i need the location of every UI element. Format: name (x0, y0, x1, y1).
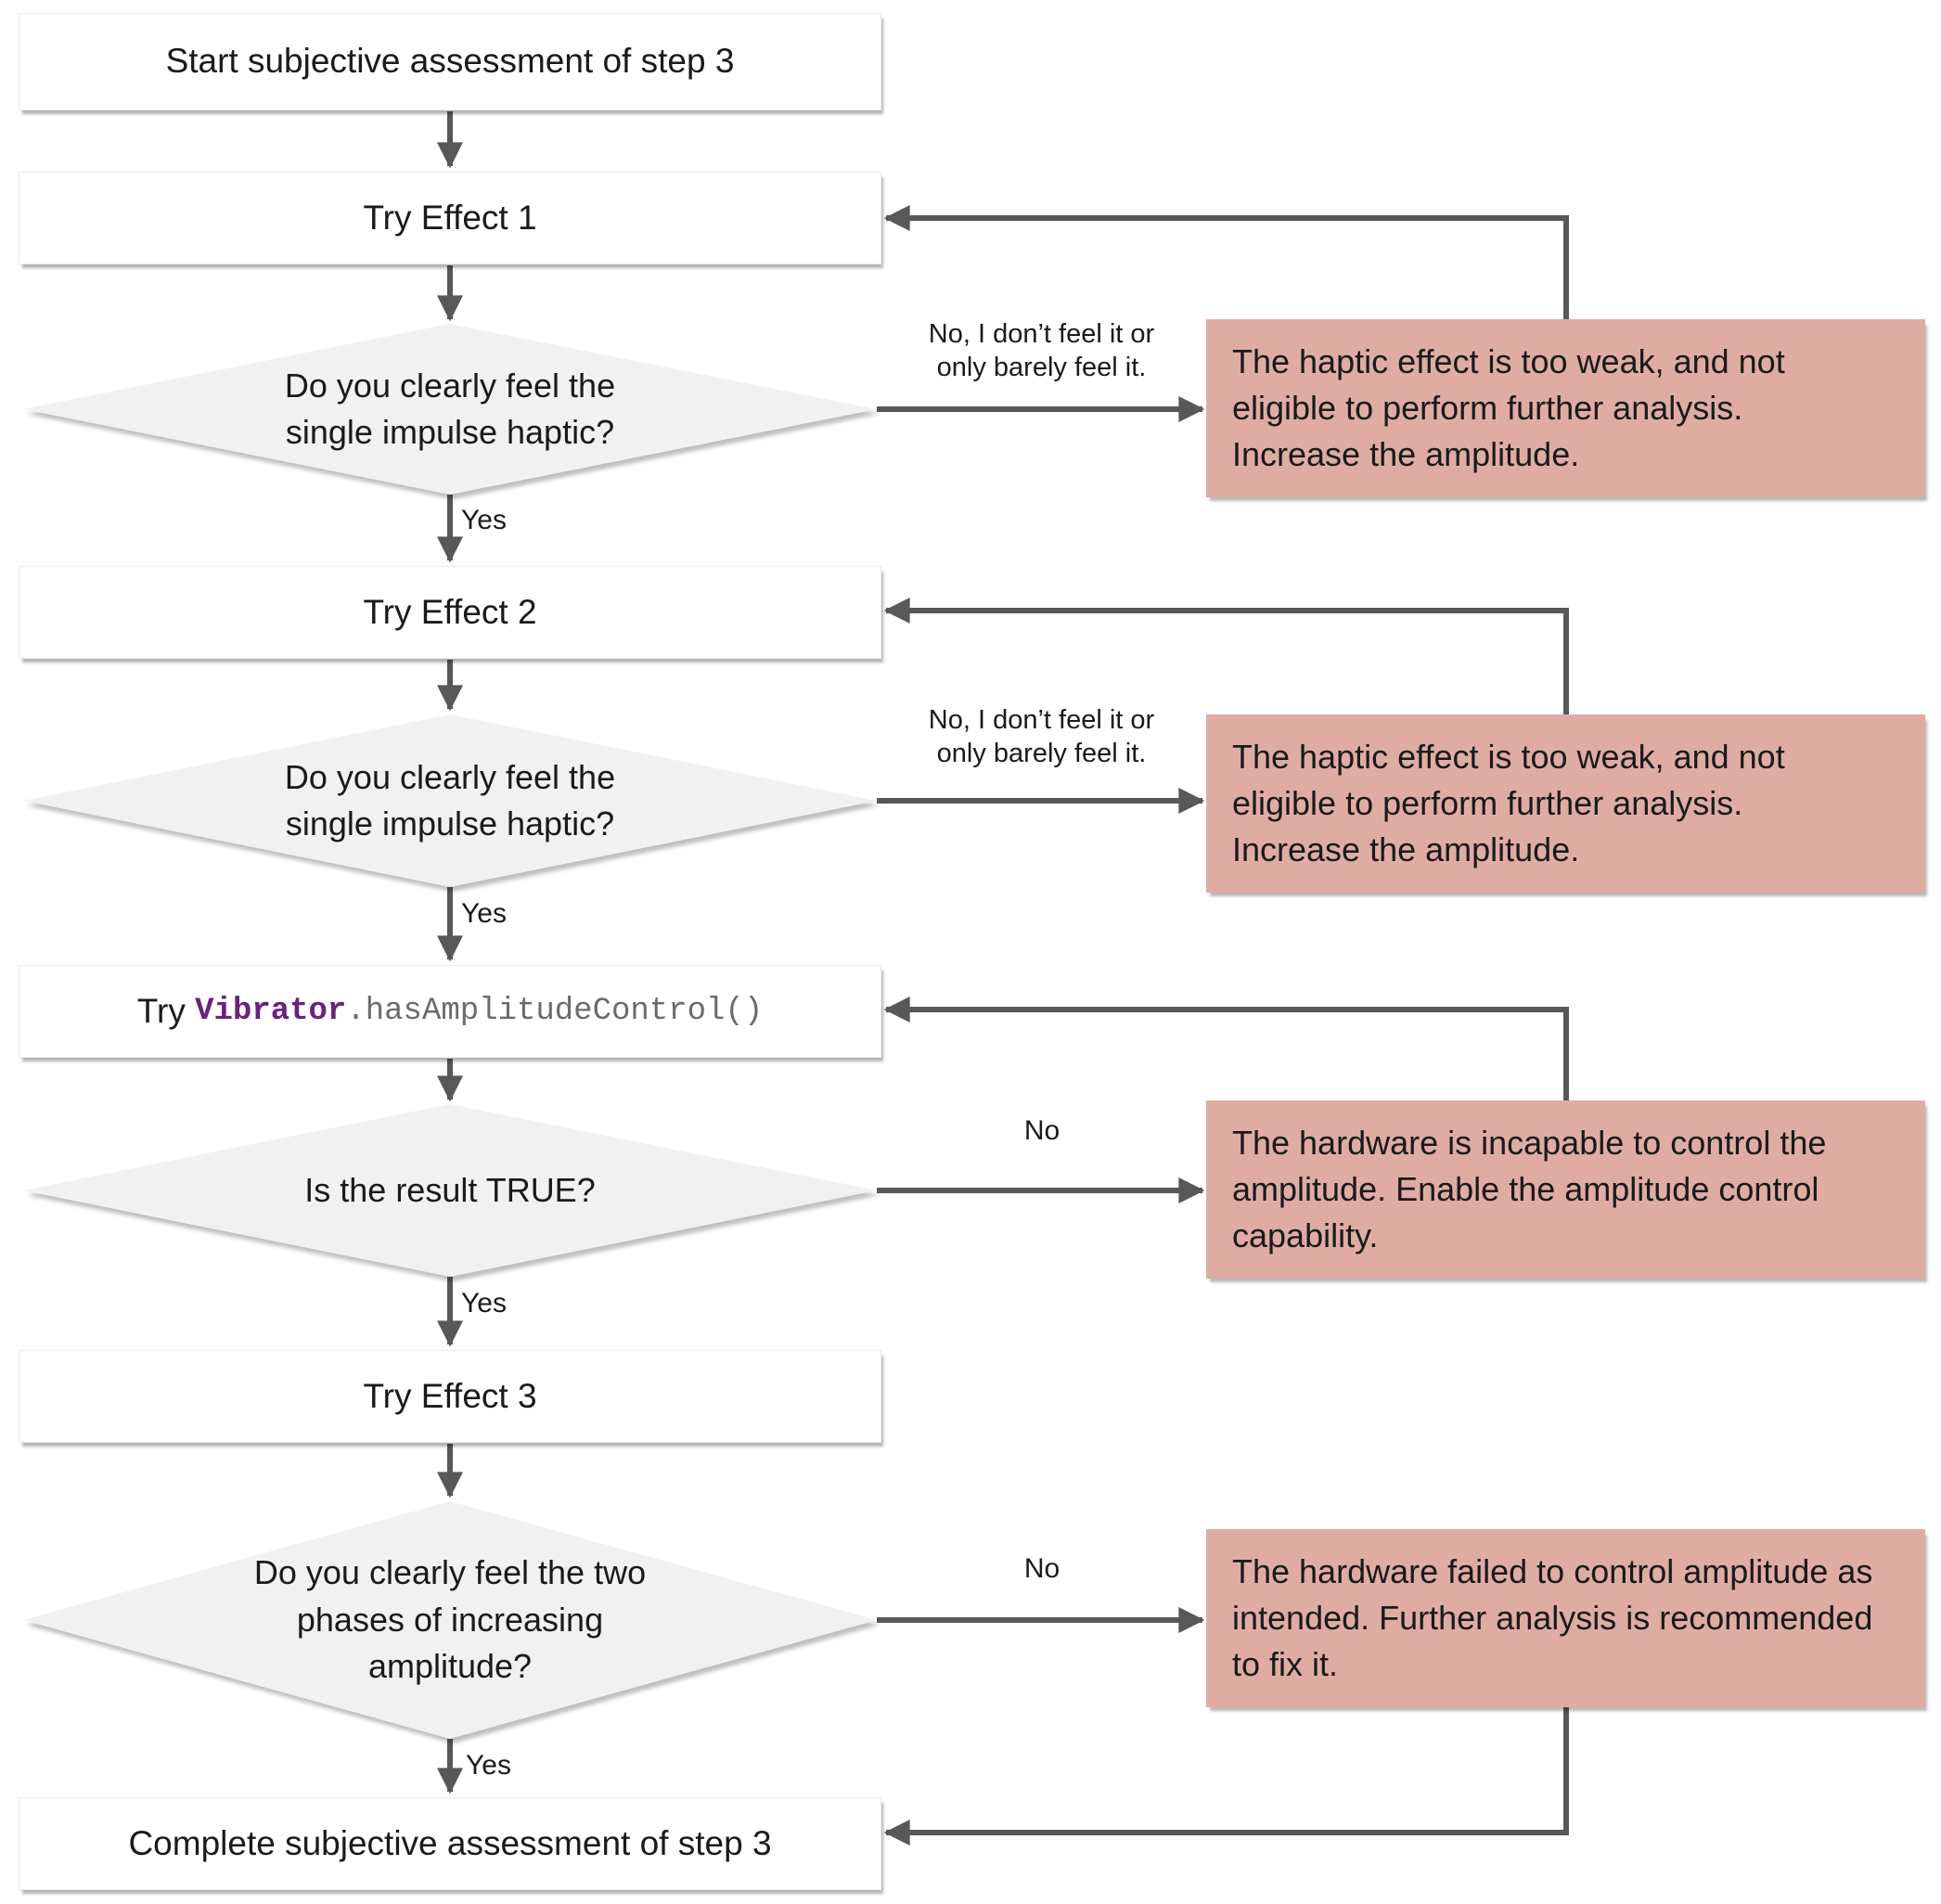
edge-warning3-back-to-tryapi (883, 997, 1569, 1100)
node-try-effect-2: Try Effect 2 (19, 566, 881, 659)
node-decision-feel-1-label: Do you clearly feel the single impulse h… (284, 366, 616, 451)
edge-label-yes-2: Yes (461, 898, 507, 929)
edge-label-yes-1: Yes (461, 505, 507, 535)
edge-label-yes-4: Yes (466, 1750, 511, 1781)
node-try-effect-3: Try Effect 3 (19, 1350, 881, 1443)
warning-incapable: The hardware is incapable to control the… (1206, 1100, 1925, 1279)
warning-too-weak-1: The haptic effect is too weak, and not e… (1206, 319, 1925, 497)
edge-warning1-back-to-try1 (883, 205, 1569, 319)
edge-label-no-feel-1: No, I don’t feel it or only barely feel … (928, 319, 1155, 383)
node-decision-two-phases: Do you clearly feel the two phases of in… (23, 1501, 877, 1739)
node-try-api-class: Vibrator (195, 994, 347, 1029)
node-decision-result-true-label: Is the result TRUE? (304, 1170, 596, 1209)
node-complete-label: Complete subjective assessment of step 3 (128, 1823, 772, 1862)
warning-too-weak-1-text: The haptic effect is too weak, and not e… (1232, 341, 1785, 474)
node-decision-feel-2-label: Do you clearly feel the single impulse h… (284, 757, 616, 843)
node-decision-result-true: Is the result TRUE? (23, 1104, 877, 1277)
node-decision-feel-2: Do you clearly feel the single impulse h… (23, 714, 877, 887)
node-complete: Complete subjective assessment of step 3 (19, 1797, 881, 1890)
node-try-effect-1-label: Try Effect 1 (363, 198, 537, 237)
node-start-label: Start subjective assessment of step 3 (165, 42, 735, 81)
node-try-api-call: Try Vibrator.hasAmplitudeControl() (19, 965, 881, 1058)
warning-incapable-text: The hardware is incapable to control the… (1232, 1123, 1827, 1255)
node-try-effect-2-label: Try Effect 2 (363, 592, 537, 631)
edge-label-no-2: No (1023, 1553, 1060, 1584)
node-try-effect-1: Try Effect 1 (19, 172, 881, 264)
node-try-api-prefix: Try (136, 992, 196, 1030)
edge-warning2-back-to-try2 (883, 598, 1569, 714)
node-decision-two-phases-label: Do you clearly feel the two phases of in… (253, 1553, 647, 1686)
warning-failed: The hardware failed to control amplitude… (1206, 1529, 1925, 1707)
node-start: Start subjective assessment of step 3 (19, 13, 881, 110)
edge-warning4-down-to-complete (883, 1705, 1569, 1846)
node-try-effect-3-label: Try Effect 3 (363, 1376, 537, 1415)
edge-label-yes-3: Yes (461, 1288, 507, 1319)
warning-too-weak-2: The haptic effect is too weak, and not e… (1206, 714, 1925, 893)
node-try-api-method: .hasAmplitudeControl() (346, 994, 764, 1029)
edge-label-no-1: No (1023, 1115, 1060, 1146)
edge-label-no-feel-2: No, I don’t feel it or only barely feel … (928, 705, 1155, 769)
warning-failed-text: The hardware failed to control amplitude… (1232, 1551, 1873, 1684)
warning-too-weak-2-text: The haptic effect is too weak, and not e… (1232, 737, 1785, 869)
node-decision-feel-1: Do you clearly feel the single impulse h… (23, 324, 877, 495)
